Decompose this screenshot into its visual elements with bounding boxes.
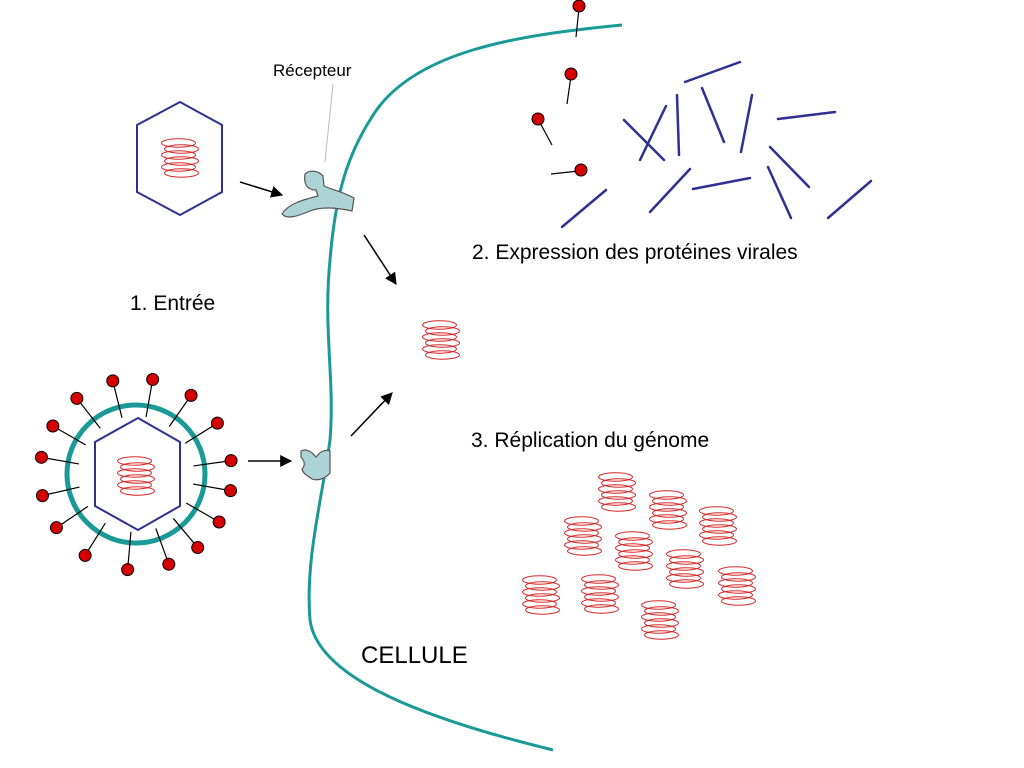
genome-copy [718, 566, 756, 606]
spike-head [224, 454, 238, 468]
protein-rod [766, 165, 793, 220]
receptor-upper [281, 170, 355, 218]
spike-stalk [61, 505, 89, 525]
spike-head [70, 391, 84, 405]
receptor-leader-line [324, 83, 334, 163]
spike-head [34, 450, 48, 464]
spike-stalk [57, 428, 87, 446]
spike-head [191, 541, 205, 555]
step-replication-label: 3. Réplication du génome [471, 429, 710, 452]
free-glycoproteins [531, 0, 588, 177]
naked-virus-capsid [136, 100, 223, 217]
protein-rod [768, 145, 811, 189]
genome-copy [564, 516, 602, 556]
spike-stalk [193, 460, 226, 467]
genome-enveloped-virus [117, 456, 155, 496]
arrow-uncoating-upper [363, 234, 397, 286]
spike-stalk [47, 457, 79, 465]
protein-rod [560, 188, 608, 229]
receptor-lower [300, 449, 331, 481]
cell-label: CELLULE [361, 642, 468, 669]
viral-proteins [560, 60, 873, 229]
envelope-spikes [34, 372, 238, 577]
receptor-label: Récepteur [273, 61, 352, 80]
genome-released [422, 320, 460, 360]
protein-rod [683, 60, 742, 84]
protein-rod [691, 176, 752, 191]
genome-copy [666, 549, 704, 589]
glycoprotein-head [574, 163, 588, 177]
glycoprotein-head [531, 112, 545, 126]
step-entry-label: 1. Entrée [130, 292, 216, 315]
enveloped-virus-envelope [64, 402, 208, 546]
genome-copy [522, 575, 560, 615]
spike-stalk [168, 399, 189, 427]
genome-copy [581, 574, 619, 614]
spike-head [212, 515, 226, 529]
genome-copy [699, 506, 737, 546]
spike-stalk [172, 518, 195, 544]
spike-stalk [87, 522, 106, 551]
glycoprotein-head [572, 0, 586, 13]
protein-rod [700, 86, 726, 144]
protein-rod [776, 110, 837, 121]
arrow-uncoating-lower [350, 392, 393, 437]
spike-head [184, 388, 198, 402]
spike-stalk [184, 425, 213, 444]
protein-rod [675, 93, 681, 157]
glycoprotein-head [564, 67, 578, 81]
spike-head [224, 484, 238, 498]
spike-stalk [80, 402, 101, 429]
genome-copy [649, 490, 687, 530]
spike-stalk [155, 528, 168, 559]
spike-head [162, 557, 176, 571]
spike-head [35, 489, 49, 503]
spike-stalk [193, 483, 225, 491]
spike-head [78, 548, 92, 562]
spike-head [106, 374, 120, 388]
arrows [239, 181, 397, 467]
spike-stalk [185, 502, 215, 520]
spike-stalk [127, 531, 132, 564]
protein-rod [826, 179, 873, 220]
spike-stalk [48, 486, 80, 495]
genome-copy [598, 472, 636, 512]
genome-naked-virus [161, 138, 199, 178]
genome-copy [641, 600, 679, 640]
protein-rod [739, 93, 754, 154]
protein-rod [648, 167, 692, 214]
spike-head [210, 416, 224, 430]
protein-rod [622, 118, 666, 162]
spike-head [46, 419, 60, 433]
step-expression-label: 2. Expression des protéines virales [472, 241, 798, 264]
spike-head [121, 563, 135, 577]
spike-stalk [113, 386, 123, 418]
genome-group [117, 138, 756, 640]
spike-head [146, 372, 160, 386]
genome-copy [615, 531, 653, 571]
arrow-entry-naked [239, 181, 284, 198]
cell-membrane [307, 23, 623, 752]
spike-stalk [145, 385, 153, 417]
enveloped-virus-capsid [94, 416, 181, 532]
protein-rod [638, 104, 668, 162]
spike-head [49, 521, 63, 535]
